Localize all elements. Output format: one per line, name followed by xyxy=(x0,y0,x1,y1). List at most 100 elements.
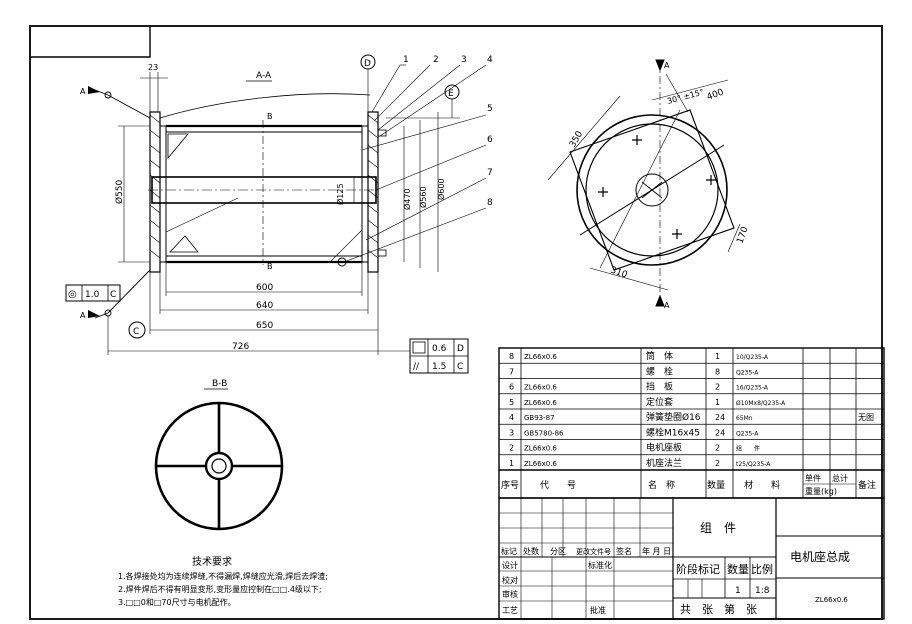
header-weight-label: 重量(kg) xyxy=(805,486,837,496)
tb-change-h1: 标记 xyxy=(501,546,517,556)
header-note: 备注 xyxy=(858,479,876,491)
tolerance-frame-left: ◎ 1.0 C xyxy=(65,284,121,302)
part-name: 定位套 xyxy=(646,396,673,408)
header-qty: 数量 xyxy=(707,479,725,491)
part-name: 弹簧垫圈Ø16 xyxy=(646,411,701,423)
datum-d-label: D xyxy=(364,59,371,69)
part-no: 2 xyxy=(509,444,514,453)
part-name: 机座法兰 xyxy=(646,457,682,469)
tolerance-right-1-ref: D xyxy=(457,344,464,354)
tech-requirements: 技术要求 1.各焊接处均为连续焊缝,不得漏焊,焊缝应光滑,焊后去焊渣; 2.焊件… xyxy=(118,555,328,607)
leader-3: 3 xyxy=(461,55,467,65)
leader-7: 7 xyxy=(487,168,493,178)
part-name: 电机座板 xyxy=(646,442,682,454)
header-name: 名 称 xyxy=(648,479,675,491)
part-code: ZL66x0.6 xyxy=(524,384,557,392)
tolerance-left-ref: C xyxy=(110,290,116,300)
part-material: Q235-A xyxy=(736,430,759,437)
corner-box xyxy=(30,26,151,58)
dim-560: Ø560 xyxy=(418,186,428,208)
title-block xyxy=(498,497,885,620)
tb-standardize: 标准化 xyxy=(588,560,612,570)
header-material: 材 料 xyxy=(744,479,780,491)
dim-726: 726 xyxy=(232,342,249,352)
tolerance-frames-right: 0.6 D // 1.5 C xyxy=(378,338,469,374)
tb-change-h2: 处数 xyxy=(523,546,539,556)
tb-group: 组 件 xyxy=(700,521,736,535)
part-qty: 2 xyxy=(715,383,720,392)
tech-req-line-2: 2.焊件焊后不得有明显变形,变形量应控制在□□.4级以下; xyxy=(118,584,322,594)
dim-640: 640 xyxy=(256,301,273,311)
part-material: t25/Q235-A xyxy=(736,461,771,468)
part-name: 螺栓M16x45 xyxy=(646,426,700,438)
tech-req-title: 技术要求 xyxy=(192,555,232,568)
tb-title: 电机座总成 xyxy=(790,549,850,564)
part-name: 螺 栓 xyxy=(646,365,673,377)
dim-470: Ø470 xyxy=(402,188,412,210)
part-name: 筒 体 xyxy=(646,350,673,362)
part-qty: 1 xyxy=(715,352,720,361)
end-view-a-bottom: A xyxy=(664,301,670,310)
part-name: 挡 板 xyxy=(646,381,673,393)
tb-qty-value: 1 xyxy=(735,586,741,596)
header-code: 代 号 xyxy=(540,480,576,491)
tb-change-h3: 分区 xyxy=(550,547,566,556)
part-note: 无图 xyxy=(858,413,874,422)
part-material: 组 件 xyxy=(736,445,760,453)
tb-change-h5: 签名 xyxy=(616,546,632,556)
tb-stage: 阶段标记 xyxy=(676,562,720,576)
dimensions-horizontal xyxy=(107,262,379,355)
part-material: Q235-A xyxy=(736,369,759,376)
part-no: 8 xyxy=(509,352,514,361)
part-qty: 2 xyxy=(715,444,720,453)
part-qty: 24 xyxy=(715,428,725,437)
left-view-arrows: A A xyxy=(80,86,100,320)
leader-4: 4 xyxy=(487,55,493,65)
header-no: 序号 xyxy=(501,479,519,491)
header-unit-weight: 单件 xyxy=(805,473,821,483)
parts-list xyxy=(498,347,885,499)
leader-2: 2 xyxy=(433,55,439,65)
end-view-a-top: A xyxy=(664,61,670,70)
part-code: ZL66x0.6 xyxy=(524,460,557,468)
part-qty: 8 xyxy=(715,367,720,376)
leader-6: 6 xyxy=(487,135,493,145)
part-code: GB5780-86 xyxy=(524,429,564,437)
arrow-a-top-left: A xyxy=(80,87,86,96)
leader-1: 1 xyxy=(403,55,409,65)
part-material: 16/Q235-A xyxy=(736,385,769,392)
part-material: 10/Q235-A xyxy=(736,354,769,361)
part-material: 65Mn xyxy=(736,415,753,422)
tb-role-check: 校对 xyxy=(502,575,518,585)
dim-550: Ø550 xyxy=(114,179,125,204)
tb-scale: 比例 xyxy=(751,562,773,576)
part-code: ZL66x0.6 xyxy=(524,399,557,407)
tb-role-design: 设计 xyxy=(502,560,518,570)
cut-b-bottom: B xyxy=(267,262,273,271)
tolerance-right-1-value: 0.6 xyxy=(432,344,447,354)
dim-23: 23 xyxy=(148,63,158,72)
tb-role-review: 审核 xyxy=(502,589,518,599)
leader-5: 5 xyxy=(487,104,493,114)
section-label-aa: A-A xyxy=(256,71,272,81)
part-leader-labels: 1 2 3 4 5 6 7 8 xyxy=(403,55,493,208)
tb-qty: 数量 xyxy=(727,563,749,576)
part-no: 1 xyxy=(509,459,514,468)
tolerance-right-2-symbol: // xyxy=(413,362,420,372)
cut-b-top: B xyxy=(267,112,273,121)
tolerance-left-value: 1.0 xyxy=(85,290,100,300)
part-no: 4 xyxy=(509,413,514,422)
parts-header: 序号 代 号 名 称 数量 材 料 单件 总计 重量(kg) 备注 xyxy=(501,473,876,496)
datum-e-label: E xyxy=(448,89,454,99)
tech-req-line-3: 3.□□0和□70尺寸与电机配作。 xyxy=(118,597,236,607)
header-total-weight: 总计 xyxy=(832,473,848,483)
